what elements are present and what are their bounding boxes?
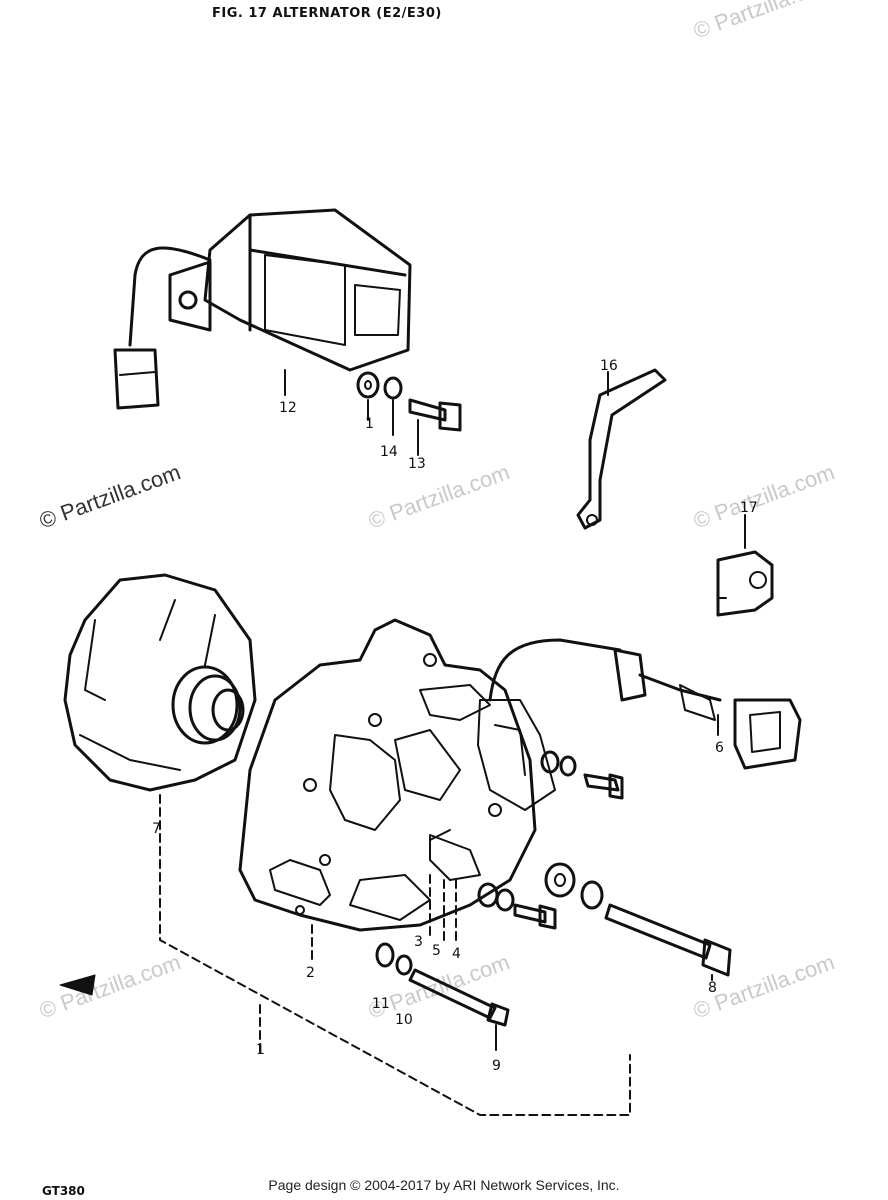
assembly-lines xyxy=(159,794,631,1116)
grommet-part xyxy=(716,550,774,617)
callout-label: 3 xyxy=(414,934,423,950)
callout-label: 16 xyxy=(600,358,618,374)
callout-label: 13 xyxy=(408,456,426,472)
regulator-part xyxy=(113,208,412,410)
callout-label: 10 xyxy=(395,1012,413,1028)
callout-label: 7 xyxy=(152,821,161,837)
callout-label: 9 xyxy=(492,1058,501,1074)
bolt-8 xyxy=(604,903,732,977)
callout-label: 8 xyxy=(708,980,717,996)
hardware-13 xyxy=(356,371,462,432)
callout-numbers: 12 1 14 13 16 17 7 6 2 3 5 4 8 11 10 9 1 xyxy=(152,358,758,1074)
callout-label: 1 xyxy=(365,416,374,432)
leader-lines xyxy=(284,369,746,1051)
callout-label: 12 xyxy=(279,400,297,416)
callout-label: 1 xyxy=(256,1042,265,1058)
callout-label: 14 xyxy=(380,444,398,460)
callout-label: 2 xyxy=(306,965,315,981)
hardware-small xyxy=(477,750,624,930)
rotor-part xyxy=(63,573,257,792)
callout-label: 17 xyxy=(740,500,758,516)
bracket-part xyxy=(576,368,667,530)
model-label: GT380 xyxy=(42,1184,85,1198)
scan-mark xyxy=(59,974,96,996)
figure-title: FIG. 17 ALTERNATOR (E2/E30) xyxy=(212,6,442,21)
callout-label: 4 xyxy=(452,946,461,962)
screw-9 xyxy=(375,942,510,1027)
stator-part xyxy=(238,618,556,932)
lead-wire-part xyxy=(488,638,802,770)
callout-label: 11 xyxy=(372,996,390,1012)
copyright-footer: Page design © 2004-2017 by ARI Network S… xyxy=(268,1177,620,1193)
callout-label: 6 xyxy=(715,740,724,756)
callout-label: 5 xyxy=(432,943,441,959)
